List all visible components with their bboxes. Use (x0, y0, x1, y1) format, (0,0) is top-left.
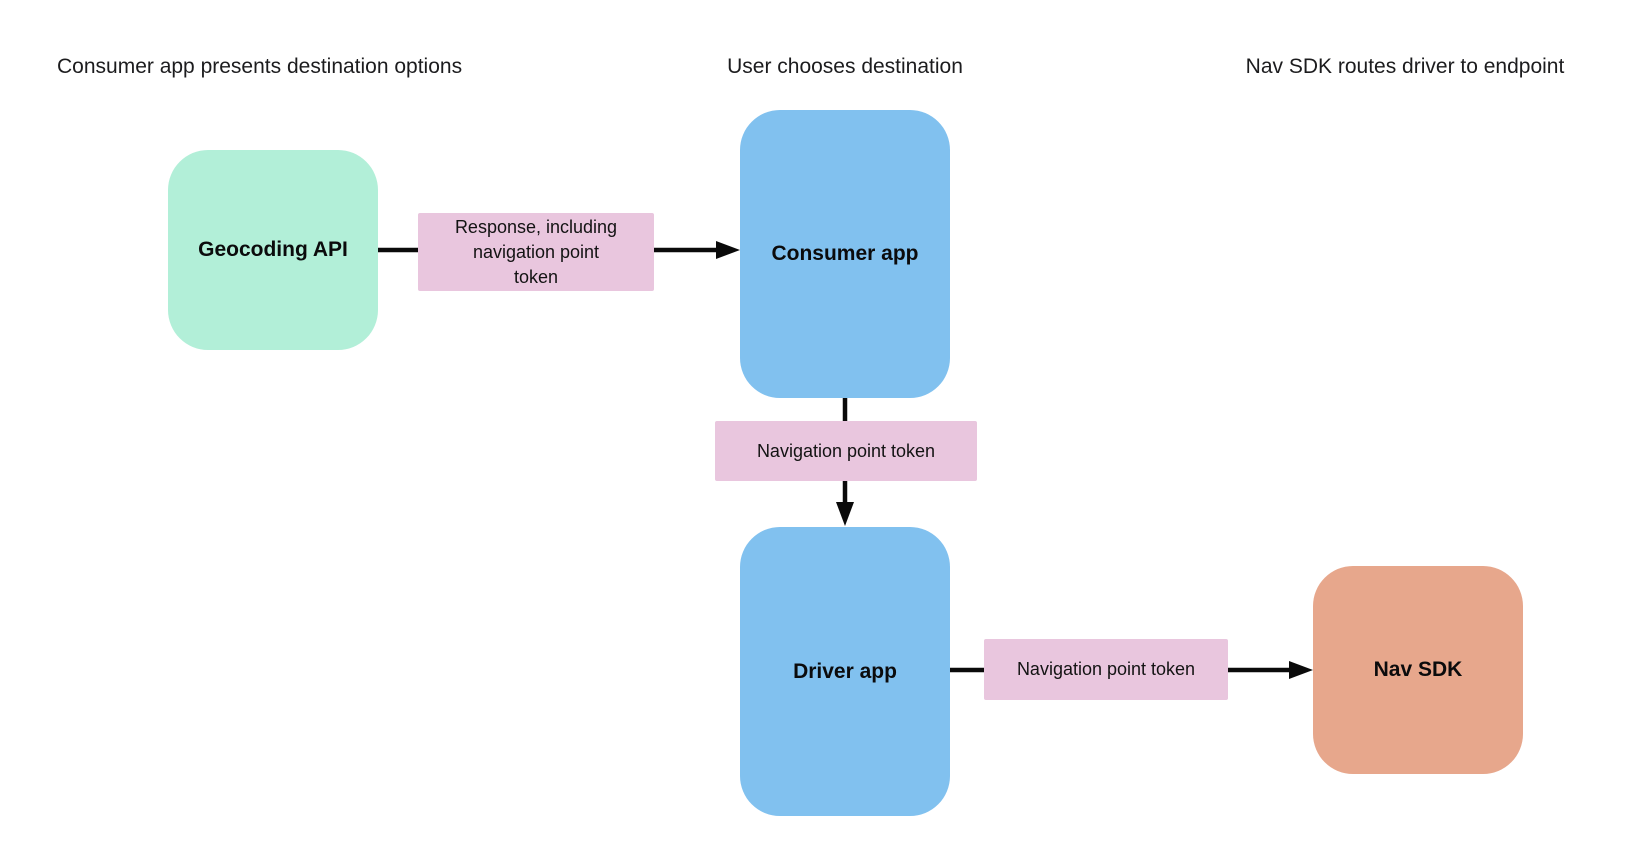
node-geocoding-api: Geocoding API (168, 150, 378, 350)
node-nav-sdk: Nav SDK (1313, 566, 1523, 774)
node-label-consumer-app: Consumer app (771, 242, 919, 265)
edge-label-navigation-point-token-horizontal: Navigation point token (984, 639, 1228, 700)
edge-label-response-including-token: Response, including navigation point tok… (418, 213, 654, 291)
node-driver-app: Driver app (740, 527, 950, 816)
column-header-navsdk-routes: Nav SDK routes driver to endpoint (1245, 55, 1565, 78)
edge-label-navigation-point-token-vertical: Navigation point token (715, 421, 977, 481)
column-header-user-chooses: User chooses destination (727, 55, 963, 78)
node-label-geocoding-api: Geocoding API (198, 238, 348, 261)
node-consumer-app: Consumer app (740, 110, 950, 398)
node-label-nav-sdk: Nav SDK (1373, 658, 1463, 681)
node-label-driver-app: Driver app (793, 659, 897, 683)
column-header-consumer-presents: Consumer app presents destination option… (57, 55, 463, 78)
